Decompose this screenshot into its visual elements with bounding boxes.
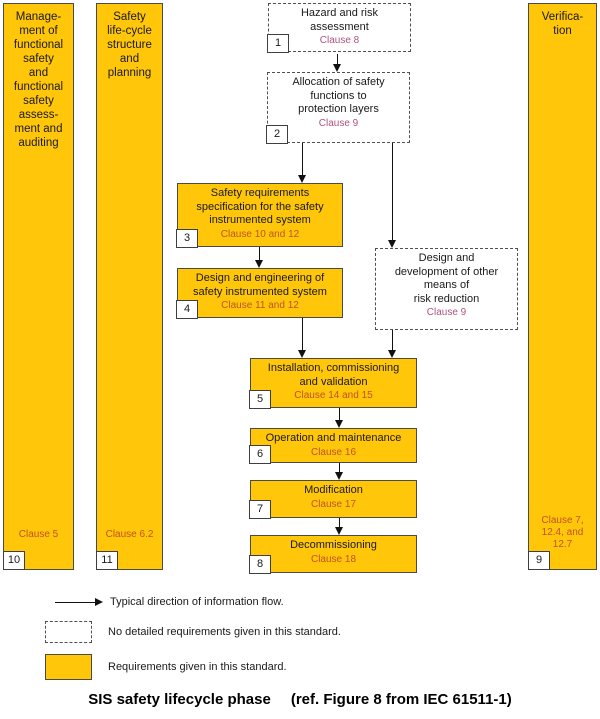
column-badge: 10 (3, 551, 25, 570)
box-badge: 7 (249, 500, 271, 519)
flow-arrow-1-2 (333, 54, 342, 72)
column-title: Manage- ment of functional safety and fu… (13, 11, 64, 149)
box-badge: 8 (249, 555, 271, 574)
box-label: Modification (304, 484, 363, 496)
flow-arrow-other-means-5 (388, 330, 397, 358)
box-badge: 3 (176, 229, 198, 248)
legend-dashed-label: No detailed requirements given in this s… (108, 626, 341, 638)
box-modification: Modification Clause 17 7 (249, 480, 417, 519)
box-safety-requirements-spec: Safety requirements specification for th… (176, 183, 343, 248)
figure-title-main: SIS safety lifecycle phase (88, 691, 271, 708)
box-label: Design and engineering of safety instrum… (193, 272, 327, 298)
box-operation-maintenance: Operation and maintenance Clause 16 6 (249, 428, 417, 464)
box-hazard-risk-assessment: Hazard and risk assessment Clause 8 1 (267, 3, 411, 53)
box-badge: 4 (176, 300, 198, 319)
figure-title-ref: (ref. Figure 8 from IEC 61511-1) (290, 691, 512, 708)
box-installation-commissioning: Installation, commissioning and validati… (249, 358, 417, 409)
box-badge: 6 (249, 445, 271, 464)
column-title: Verifica- tion (541, 11, 584, 37)
box-other-means-risk-reduction: Design and development of other means of… (375, 248, 518, 330)
box-badge: 5 (249, 390, 271, 409)
flow-arrow-4-5 (298, 318, 307, 358)
flow-arrow-2-3 (298, 143, 307, 183)
flow-arrow-2-other-means (388, 143, 397, 248)
box-clause: Clause 16 (310, 446, 357, 458)
box-clause: Clause 8 (319, 35, 360, 46)
box-decommissioning: Decommissioning Clause 18 8 (249, 535, 417, 574)
column-lifecycle-planning: Safety life-cycle structure and planning… (96, 3, 163, 570)
legend-solid-label: Requirements given in this standard. (108, 661, 287, 673)
box-label: Safety requirements specification for th… (196, 187, 324, 226)
box-label: Allocation of safety functions to protec… (292, 76, 385, 115)
box-badge: 2 (266, 125, 288, 144)
column-badge: 11 (96, 551, 118, 570)
box-label: Hazard and risk assessment (300, 7, 379, 33)
flow-arrow-5-6 (335, 408, 344, 428)
column-verification: Verifica- tion Clause 7, 12.4, and 12.7 … (528, 3, 597, 570)
flow-arrow-3-4 (255, 247, 264, 268)
column-clause: Clause 6.2 (105, 529, 154, 540)
box-label: Design and development of other means of… (394, 252, 499, 305)
column-clause: Clause 5 (18, 529, 59, 540)
box-label: Operation and maintenance (265, 432, 402, 444)
box-label: Decommissioning (290, 539, 377, 551)
box-clause: Clause 10 and 12 (220, 228, 300, 240)
legend-dashed-box-icon (45, 621, 92, 643)
legend-arrow-icon (55, 598, 103, 608)
box-clause: Clause 9 (318, 117, 359, 129)
legend-arrow-label: Typical direction of information flow. (110, 596, 284, 608)
box-clause: Clause 14 and 15 (294, 390, 373, 401)
box-clause: Clause 11 and 12 (221, 300, 299, 311)
column-title: Safety life-cycle structure and planning (107, 11, 152, 79)
box-clause: Clause 9 (426, 307, 467, 318)
column-management: Manage- ment of functional safety and fu… (3, 3, 74, 570)
box-label: Installation, commissioning and validati… (267, 362, 400, 388)
figure-title: SIS safety lifecycle phase (ref. Figure 8… (0, 691, 600, 708)
column-clause: Clause 7, 12.4, and 12.7 (541, 515, 584, 550)
box-design-engineering-sis: Design and engineering of safety instrum… (176, 268, 343, 319)
flow-arrow-7-8 (335, 518, 344, 535)
box-clause: Clause 18 (310, 553, 357, 565)
flow-arrow-6-7 (335, 463, 344, 480)
box-badge: 1 (267, 34, 289, 53)
column-badge: 9 (528, 551, 550, 570)
box-allocation-safety-functions: Allocation of safety functions to protec… (266, 72, 410, 144)
legend-solid-box-icon (45, 654, 92, 680)
box-clause: Clause 17 (310, 498, 357, 510)
